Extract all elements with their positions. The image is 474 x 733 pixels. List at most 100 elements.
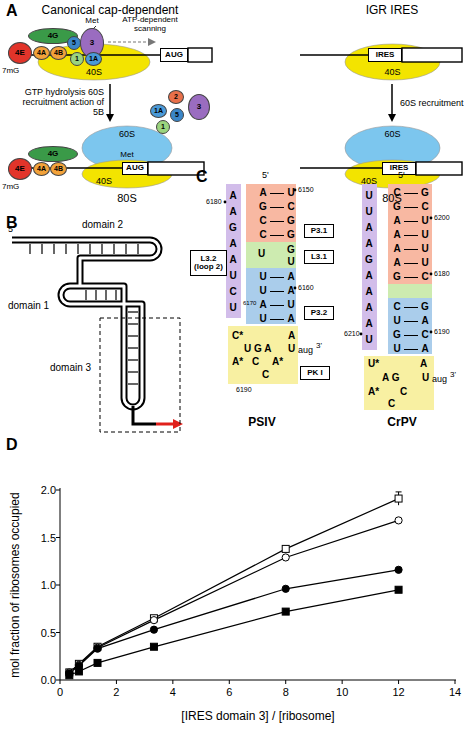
data-line [69, 520, 398, 672]
text-label: U G A [244, 343, 271, 355]
base-pair-rung [125, 244, 126, 254]
node-text: 4E [15, 165, 25, 173]
base-pair-rung [137, 244, 138, 254]
node-text: 4B [54, 165, 63, 172]
base-pair-rung [85, 290, 86, 300]
base-column: GCUUUUC [420, 186, 430, 284]
node-text: 1 [75, 55, 79, 62]
data-marker [75, 661, 82, 668]
base-pair-rung [77, 244, 78, 254]
data-marker [395, 495, 402, 502]
number-label: 4 [170, 686, 176, 699]
base-pair-rung [89, 244, 90, 254]
bond-dash [404, 307, 418, 308]
factor-oval: 4E [8, 42, 32, 64]
factor-oval: 4E [8, 158, 32, 180]
x-tick [342, 680, 343, 684]
bond-dash [404, 321, 418, 322]
number-label: 8 [283, 686, 289, 699]
data-line [69, 590, 398, 676]
label-box: L3.2 (loop 2) [190, 250, 227, 276]
base-pair-rung [128, 323, 138, 324]
base-column: GU [286, 244, 296, 268]
base-pair-rung [128, 383, 138, 384]
chart-axes [60, 488, 456, 680]
process-arrows [92, 26, 392, 120]
data-marker [94, 644, 101, 651]
factor-oval: 1A [85, 52, 102, 66]
base-column: UCGG [286, 186, 296, 242]
x-tick [398, 680, 399, 684]
base-column: UUAU [258, 270, 268, 326]
number-label: 14 [449, 686, 461, 699]
base-column: CUGU [392, 300, 402, 356]
number-label: 10 [336, 686, 348, 699]
node-text: 4E [15, 49, 25, 57]
number-label: 6200 [434, 214, 450, 222]
factor-oval: 1A [150, 104, 167, 118]
node-text: L3.2 (loop 2) [192, 255, 225, 272]
number-label: 1.5 [41, 531, 56, 544]
factor-oval: 5 [67, 36, 81, 50]
node-text: 40S [361, 177, 377, 186]
data-marker [282, 608, 289, 615]
text-label: A* [232, 356, 243, 368]
number-label: 6150 [298, 186, 314, 194]
y-tick [56, 490, 60, 491]
text-label: A* [368, 386, 379, 398]
text-label: 60S recruitment [400, 98, 464, 108]
data-marker [150, 626, 157, 633]
text-label: C [196, 168, 208, 186]
node-text: AUG [165, 51, 183, 59]
text-label: 5' [262, 170, 269, 180]
x-tick [455, 680, 456, 684]
data-marker [66, 672, 73, 679]
text-label: A [420, 358, 427, 370]
number-label: 6170 [243, 300, 256, 307]
bond-dash [270, 277, 284, 278]
number-label: 2.0 [41, 484, 56, 497]
bond-dash [404, 249, 418, 250]
number-label: 6190 [236, 386, 252, 394]
text-label: 7mG [2, 66, 19, 75]
factor-oval: 4B [50, 162, 67, 176]
text-label: [IRES domain 3] / [ribosome] [181, 710, 334, 724]
node-text: 4A [37, 49, 46, 56]
node-text: 40S [384, 68, 400, 77]
number-label: 6210 [344, 330, 360, 338]
bond-dash [404, 263, 418, 264]
text-label: 3' [316, 341, 322, 350]
y-tick [56, 537, 60, 538]
node-text: L3.1 [311, 253, 327, 261]
x-tick [116, 680, 117, 684]
text-label: 5' [8, 224, 15, 234]
number-label: 6180 [434, 270, 450, 278]
data-marker [94, 659, 101, 666]
data-marker [282, 554, 289, 561]
node-text: P3.1 [311, 227, 327, 235]
number-label: 6180 [206, 198, 222, 206]
base-pair-rung [128, 335, 138, 336]
node-text: 3 [197, 103, 201, 111]
base-pair-rung [95, 290, 96, 300]
bond-dash [270, 207, 284, 208]
node-text: 3 [90, 39, 94, 47]
text-label: A* [272, 356, 283, 368]
base-column: GACA [420, 300, 430, 356]
factor-oval: 4A [33, 162, 50, 176]
node-text: 1A [89, 55, 98, 62]
number-label: 0 [57, 686, 63, 699]
text-label: domain 1 [8, 300, 49, 312]
base-pair-rung [29, 244, 30, 254]
bond-dash [270, 235, 284, 236]
base-column: AAUA [286, 270, 296, 326]
text-label: Met [85, 16, 98, 25]
bond-dash [404, 221, 418, 222]
text-label: C [252, 356, 259, 368]
node-text: 40S [86, 68, 102, 77]
base-pair-rung [115, 290, 116, 300]
node-text: 1A [154, 107, 163, 114]
text-label: ATP-dependent scanning [114, 16, 186, 34]
node-text: 4G [48, 32, 59, 40]
text-label: U* [368, 358, 379, 370]
